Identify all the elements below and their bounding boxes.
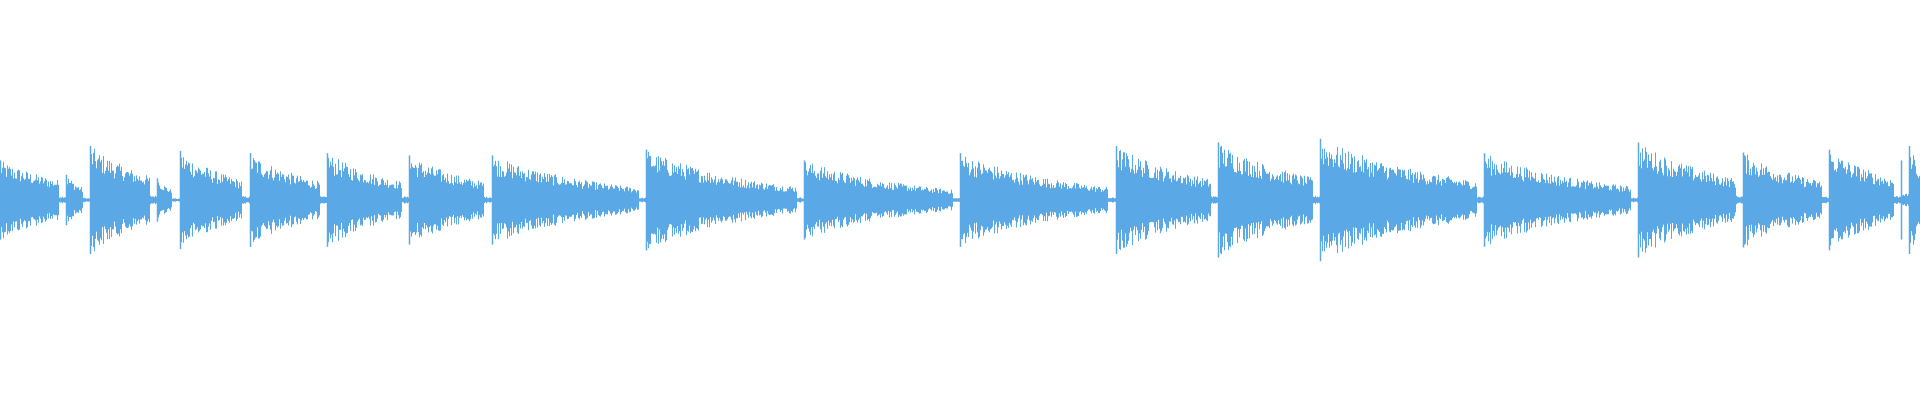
waveform-peaks [0, 138, 1920, 262]
